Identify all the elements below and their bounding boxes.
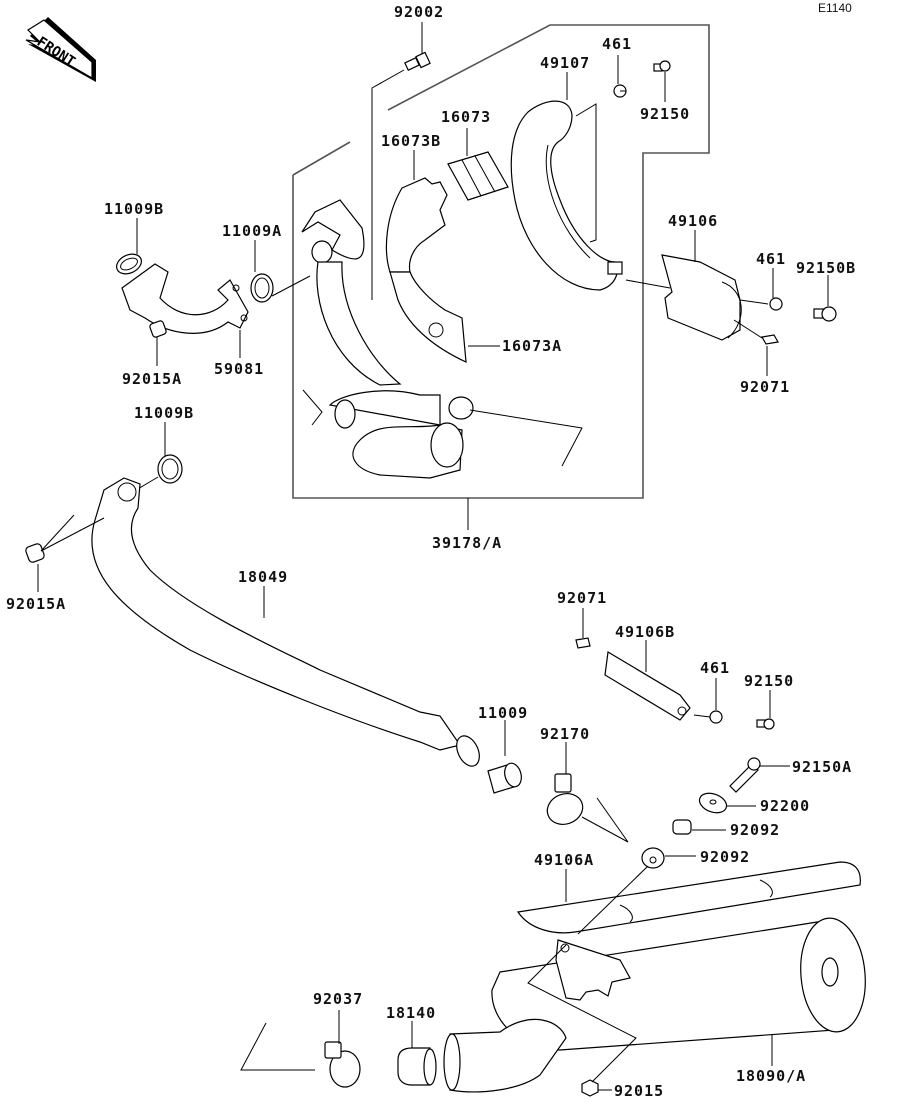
label-49106B[interactable]: 49106B [615, 623, 675, 641]
diagram-code: E1140 [818, 1, 852, 15]
label-39178A[interactable]: 39178/A [432, 534, 502, 552]
label-16073A[interactable]: 16073A [502, 337, 562, 355]
label-92150B[interactable]: 92150B [796, 259, 856, 277]
label-92150A[interactable]: 92150A [792, 758, 852, 776]
label-92071-top[interactable]: 92071 [740, 378, 790, 396]
pipe-59081[interactable] [121, 263, 249, 334]
gasket-11009B-mid[interactable] [157, 454, 183, 484]
assembly-group-box [292, 24, 710, 499]
label-92071-mid[interactable]: 92071 [557, 589, 607, 607]
label-16073B[interactable]: 16073B [381, 132, 441, 150]
assembly-group-box-edge [292, 141, 351, 176]
nut-92015A-mid[interactable] [25, 543, 46, 564]
bolt-92150A[interactable] [729, 757, 761, 793]
muffler-18090A[interactable] [443, 915, 870, 1093]
label-461-low[interactable]: 461 [700, 659, 730, 677]
pad-16073[interactable] [447, 151, 509, 201]
gasket-11009A[interactable] [250, 273, 274, 303]
label-18049[interactable]: 18049 [238, 568, 288, 586]
label-92150-low[interactable]: 92150 [744, 672, 794, 690]
label-18090A[interactable]: 18090/A [736, 1067, 806, 1085]
label-92015A-top[interactable]: 92015A [122, 370, 182, 388]
label-92015[interactable]: 92015 [614, 1082, 664, 1100]
nut-92015A-top[interactable] [149, 320, 167, 338]
grommet-92092-b[interactable] [641, 847, 665, 869]
label-92092-a[interactable]: 92092 [730, 821, 780, 839]
clip-92071-mid[interactable] [575, 637, 591, 649]
heat-shield-16073[interactable] [385, 177, 467, 363]
label-92002[interactable]: 92002 [394, 3, 444, 21]
header-pipe-39178A[interactable] [301, 199, 474, 479]
heat-guard-49107[interactable] [510, 100, 623, 291]
label-18140[interactable]: 18140 [386, 1004, 436, 1022]
sleeve-11009[interactable] [487, 761, 524, 794]
label-92037[interactable]: 92037 [313, 990, 363, 1008]
label-11009B-mid[interactable]: 11009B [134, 404, 194, 422]
clip-461-low[interactable] [709, 710, 723, 724]
label-11009[interactable]: 11009 [478, 704, 528, 722]
label-49106[interactable]: 49106 [668, 212, 718, 230]
label-461-mid[interactable]: 461 [756, 250, 786, 268]
label-92015A-mid[interactable]: 92015A [6, 595, 66, 613]
gasket-11009B-top[interactable] [113, 250, 144, 277]
screw-92150-low[interactable] [756, 718, 775, 730]
sleeve-18140[interactable] [397, 1047, 437, 1086]
bolt-92150B[interactable] [813, 306, 837, 322]
label-461-top[interactable]: 461 [602, 35, 632, 53]
washer-92200[interactable] [697, 790, 729, 816]
clamp-92037[interactable] [324, 1041, 361, 1088]
label-11009B-top[interactable]: 11009B [104, 200, 164, 218]
label-11009A[interactable]: 11009A [222, 222, 282, 240]
label-92150-top[interactable]: 92150 [640, 105, 690, 123]
nut-92015[interactable] [581, 1079, 599, 1097]
clip-92071-top[interactable] [761, 334, 779, 345]
label-49107[interactable]: 49107 [540, 54, 590, 72]
front-arrow-icon: FRONT [25, 17, 96, 82]
guard-49106B[interactable] [604, 651, 691, 721]
clamp-92170[interactable] [543, 773, 587, 829]
grommet-92092-a[interactable] [672, 819, 692, 835]
label-92170[interactable]: 92170 [540, 725, 590, 743]
screw-92150-top[interactable] [653, 60, 671, 72]
clip-461-mid[interactable] [769, 297, 783, 311]
guard-49106[interactable] [661, 254, 742, 341]
label-92200[interactable]: 92200 [760, 797, 810, 815]
label-49106A[interactable]: 49106A [534, 851, 594, 869]
bolt-92002[interactable] [404, 51, 431, 71]
label-16073[interactable]: 16073 [441, 108, 491, 126]
clip-461-top[interactable] [613, 84, 627, 98]
label-92092-b[interactable]: 92092 [700, 848, 750, 866]
muffler-guard-49106A[interactable] [516, 861, 861, 934]
exhaust-pipe-18049[interactable] [91, 477, 484, 770]
label-59081[interactable]: 59081 [214, 360, 264, 378]
